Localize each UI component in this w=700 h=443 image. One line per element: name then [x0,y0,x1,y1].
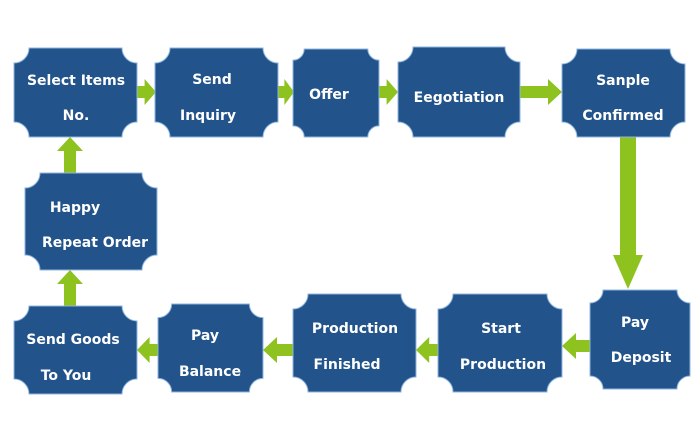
step-box [437,293,563,393]
step-label: Happy [50,200,100,216]
arrow-up-icon [57,137,83,173]
step-box [589,289,691,390]
step-label: Select Items [27,73,125,89]
step-label: Inquiry [180,108,236,124]
arrow-right-icon [379,79,398,105]
step-label: Pay [621,315,649,331]
step-box [292,293,417,393]
step-label: Eegotiation [414,90,505,106]
step-box [157,303,264,393]
step-label: Sanple [596,73,650,89]
step-label: Send Goods [26,332,120,348]
step-send-goods: Send Goods To You [13,305,138,395]
step-box [13,305,138,395]
arrow-left-icon [263,337,293,363]
step-box [397,46,521,138]
step-label: Repeat Order [42,235,148,251]
step-box [24,172,158,271]
arrow-right-icon [137,79,156,105]
step-label: Balance [179,364,241,380]
step-box [561,48,686,138]
arrow-down-icon [613,137,643,289]
step-label: Start [481,321,521,337]
arrow-up-icon [57,270,83,306]
arrow-left-icon [562,333,590,359]
step-label: Offer [309,87,349,103]
step-label: Confirmed [582,108,663,124]
step-label: Deposit [611,350,672,366]
arrow-left-icon [137,337,158,363]
step-label: No. [63,108,90,124]
step-label: Finished [314,357,381,373]
step-label: Pay [191,328,219,344]
arrow-right-icon [520,79,562,105]
step-box [292,48,380,138]
arrow-left-icon [416,337,438,363]
step-offer: Offer [292,48,380,138]
step-box [13,47,138,138]
step-negotiation: Eegotiation [397,46,521,138]
step-label: Send [192,72,232,88]
step-label: Production [312,321,398,337]
step-box [154,47,279,138]
step-label: To You [41,368,92,384]
step-label: Production [460,357,546,373]
arrow-right-icon [278,79,294,105]
arrows-layer [57,79,643,363]
